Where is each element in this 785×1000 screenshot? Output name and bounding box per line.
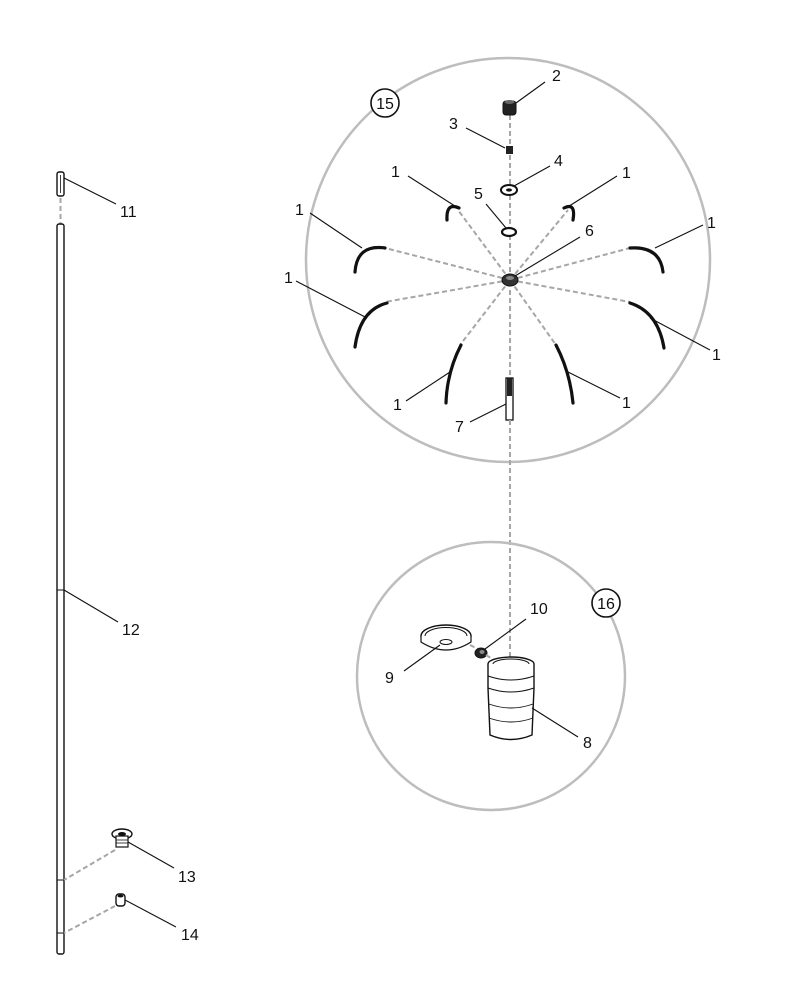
callout-5: 5 — [474, 186, 483, 203]
leader-13 — [127, 841, 175, 869]
detail-base: 16 9 10 8 — [355, 540, 627, 812]
leader-6 — [514, 236, 581, 277]
rod — [56, 223, 65, 955]
callout-1h: 1 — [622, 395, 631, 412]
callout-7: 7 — [455, 419, 464, 436]
base-cap-connector — [63, 905, 116, 934]
base-cap — [115, 893, 126, 907]
leader-8 — [531, 707, 579, 738]
leader-7 — [469, 403, 507, 423]
plug-connector — [485, 654, 495, 661]
hub-post — [505, 377, 514, 421]
rod-top-cap — [56, 171, 65, 197]
detail-head: 15 — [284, 56, 721, 464]
arm-low-right — [628, 301, 666, 350]
leader-1b — [565, 175, 618, 209]
callout-1c: 1 — [295, 202, 304, 219]
callout-6: 6 — [585, 223, 594, 240]
leader-2 — [515, 81, 546, 104]
callout-1d: 1 — [707, 215, 716, 232]
callout-11: 11 — [120, 204, 137, 221]
leader-1d — [654, 224, 704, 249]
callout-1b: 1 — [622, 165, 631, 182]
callout-3: 3 — [449, 116, 458, 133]
leader-9 — [403, 644, 441, 672]
hub-ring — [500, 226, 518, 238]
hub-center — [501, 273, 519, 287]
detail-badge-16: 16 — [591, 588, 621, 618]
detail-label-16: 16 — [597, 596, 615, 613]
leader-4 — [513, 165, 551, 187]
hub-top-nut — [502, 100, 517, 116]
base-bushing — [111, 828, 133, 848]
callout-10: 10 — [530, 601, 548, 618]
detail-circle-15 — [304, 56, 712, 464]
arm-bottom-right — [554, 343, 575, 405]
arm-upper-right — [562, 204, 576, 222]
leader-1e — [295, 280, 368, 319]
leader-1f — [649, 317, 711, 351]
leader-1a — [407, 175, 459, 209]
leader-5 — [485, 203, 507, 229]
callout-1g: 1 — [393, 397, 402, 414]
lid-plug — [474, 647, 488, 659]
leader-3 — [465, 127, 506, 149]
detail-badge-15: 15 — [370, 88, 400, 118]
cup — [487, 656, 535, 741]
callout-12: 12 — [122, 622, 140, 639]
callout-2: 2 — [552, 68, 561, 85]
leader-11 — [63, 177, 117, 205]
arm-low-left — [353, 301, 389, 349]
arm-mid-left — [353, 245, 387, 274]
leader-14 — [124, 899, 177, 928]
detail-circle-16 — [355, 540, 627, 812]
leader-1g — [405, 371, 451, 402]
callout-14: 14 — [181, 927, 199, 944]
bushing-connector — [63, 849, 116, 881]
arm-bottom-left — [444, 343, 463, 405]
callout-8: 8 — [583, 735, 592, 752]
leader-10 — [484, 618, 527, 650]
cup-lid — [420, 624, 472, 651]
hub-washer — [500, 184, 518, 196]
callout-13: 13 — [178, 869, 196, 886]
detail-label-15: 15 — [376, 96, 394, 113]
leader-1h — [567, 371, 621, 399]
arm-upper-left — [445, 204, 461, 222]
leader-12 — [63, 589, 119, 623]
callout-1e: 1 — [284, 270, 293, 287]
callout-1f: 1 — [712, 347, 721, 364]
callout-1a: 1 — [391, 164, 400, 181]
leader-1c — [309, 212, 363, 249]
callout-4: 4 — [554, 153, 563, 170]
rod-assembly: 11 12 13 14 — [56, 171, 199, 955]
callout-9: 9 — [385, 670, 394, 687]
arm-mid-right — [628, 246, 665, 274]
hub-screw — [506, 146, 513, 154]
